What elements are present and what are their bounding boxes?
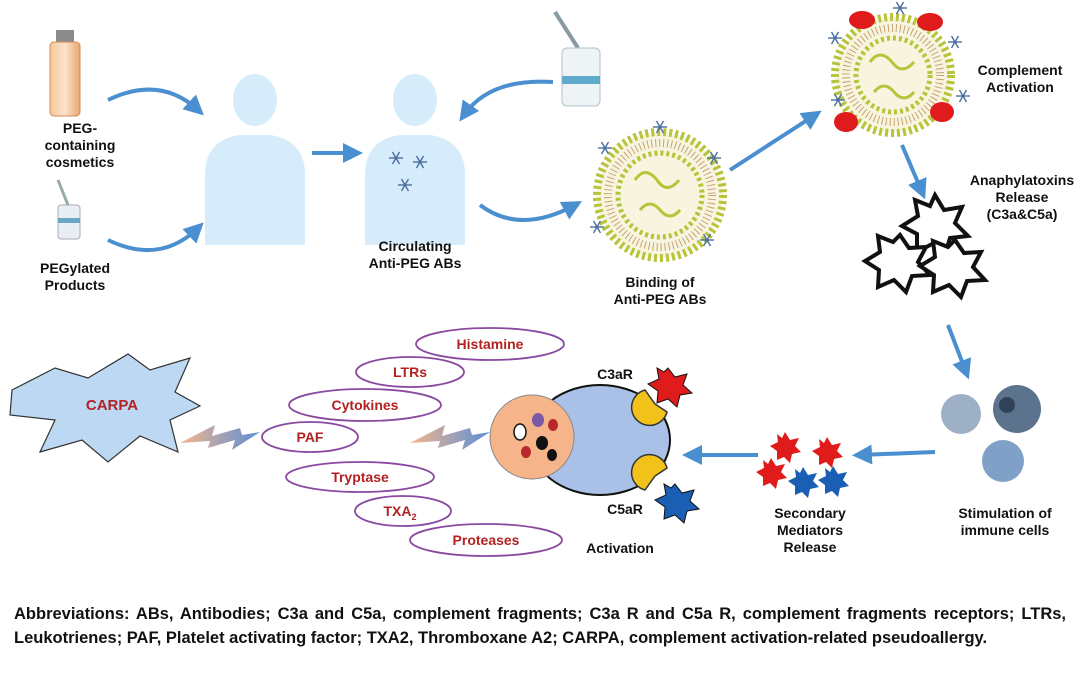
mediator-paf: PAF bbox=[297, 429, 324, 445]
immune-cells-icon bbox=[941, 385, 1041, 482]
mediator-list: Histamine LTRs Cytokines PAF Tryptase TX… bbox=[261, 327, 565, 557]
carpa-diagram: CARPA Histamine LTRs Cytokines PAF Trypt… bbox=[9, 1, 1041, 557]
label-c5ar: C5aR bbox=[607, 501, 643, 517]
carpa-label: CARPA bbox=[86, 397, 138, 414]
label-complement: Complement Activation bbox=[977, 62, 1063, 95]
label-cosmetics: PEG- containing cosmetics bbox=[44, 120, 116, 170]
mediator-proteases: Proteases bbox=[453, 532, 520, 548]
abbreviations-text: Abbreviations: ABs, Antibodies; C3a and … bbox=[14, 605, 1066, 647]
secondary-mediator-stars-icon bbox=[756, 432, 849, 498]
label-binding: Binding of Anti-PEG ABs bbox=[613, 274, 707, 307]
mediator-histamine: Histamine bbox=[457, 336, 524, 352]
mediator-ltrs: LTRs bbox=[393, 364, 427, 380]
anaphylatoxin-stars-icon bbox=[861, 190, 990, 301]
label-pegylated: PEGylated Products bbox=[39, 260, 111, 293]
cosmetic-bottle-icon bbox=[49, 30, 81, 117]
mediator-tryptase: Tryptase bbox=[331, 469, 389, 485]
syringe-vial-icon bbox=[553, 10, 601, 107]
lightning-bolt-icon bbox=[410, 425, 490, 450]
pegylated-vial-icon bbox=[56, 179, 81, 240]
label-anaphylatoxins: Anaphylatoxins Release (C3a&C5a) bbox=[969, 172, 1075, 222]
label-c3ar: C3aR bbox=[597, 366, 633, 382]
liposome-binding-icon bbox=[589, 120, 727, 262]
mediator-cytokines: Cytokines bbox=[332, 397, 399, 413]
lightning-bolt-icon bbox=[180, 425, 260, 450]
label-stimulation: Stimulation of immune cells bbox=[958, 505, 1052, 538]
label-circulating: Circulating Anti-PEG ABs bbox=[368, 238, 462, 271]
human-body-icon bbox=[205, 74, 305, 245]
carpa-burst-shape bbox=[9, 353, 202, 463]
mast-cell-icon bbox=[489, 394, 575, 480]
flow-arrows bbox=[107, 79, 972, 465]
label-activation: Activation bbox=[586, 540, 654, 556]
mediator-txa2: TXA2 bbox=[383, 503, 416, 522]
label-secondary: Secondary Mediators Release bbox=[774, 505, 846, 555]
txa-subscript: 2 bbox=[411, 512, 416, 522]
liposome-complement-icon bbox=[827, 1, 971, 137]
human-body-with-antibodies-icon bbox=[365, 74, 465, 245]
